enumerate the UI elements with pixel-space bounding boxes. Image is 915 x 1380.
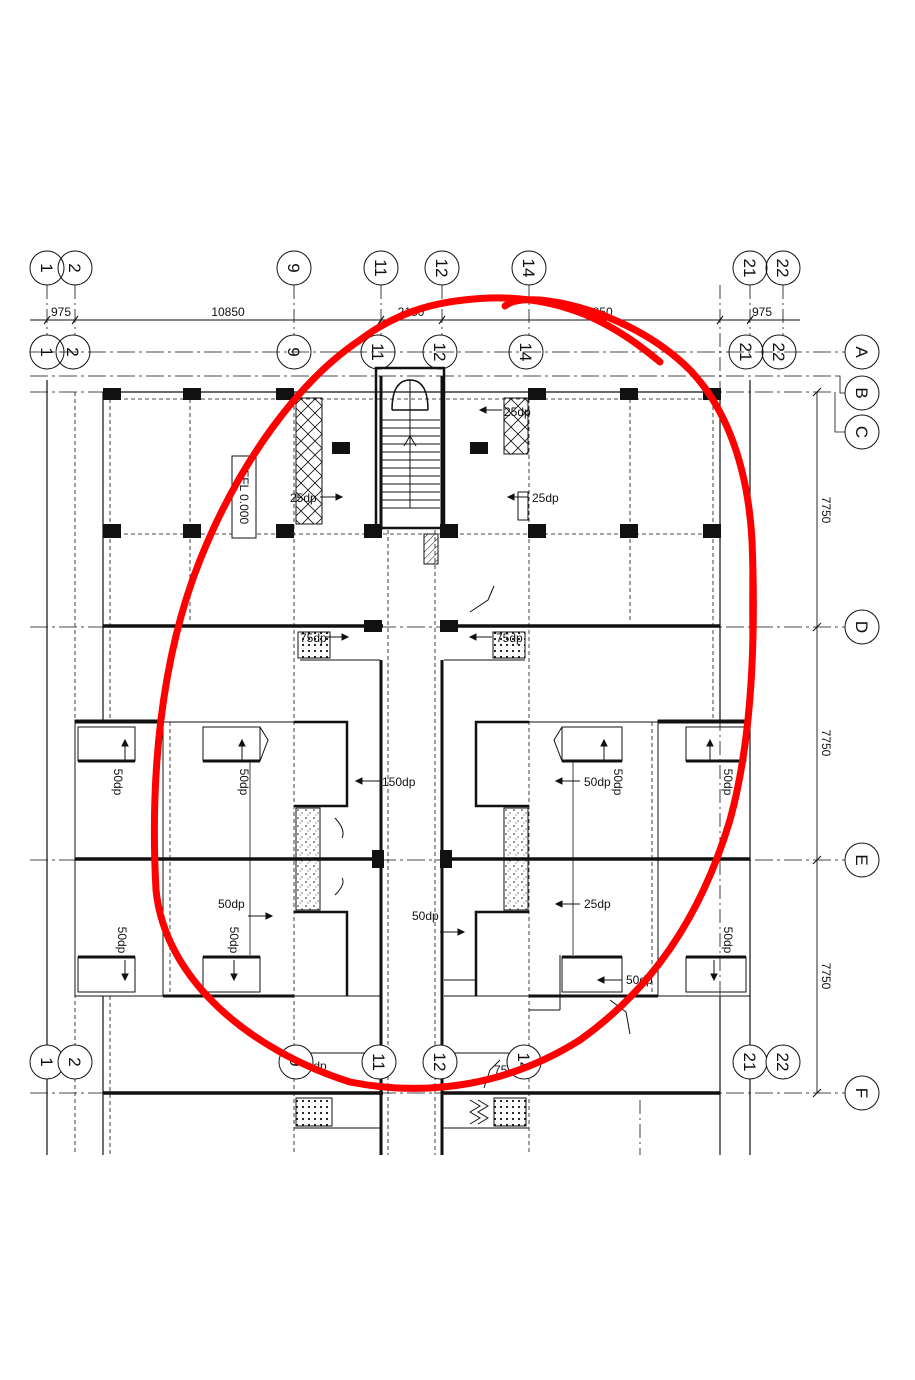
grid-bubble: 12 [422,1044,458,1080]
grid-bubble: 22 [765,1044,801,1080]
ffl-label: FFL 0.000 [237,470,251,525]
grid-bubble: 12 [424,250,460,286]
dimension-line-right: 7750 7750 7750 [812,387,833,1098]
dimension-label: 10850 [211,305,245,319]
grid-bubble: 21 [732,1044,768,1080]
grid-bubble: 2 [57,1044,93,1080]
grid-label: 9 [284,263,303,272]
grid-bubble: 1 [29,250,65,286]
grid-label: F [852,1088,871,1098]
grid-label: A [852,346,871,358]
grid-bubble: E [844,842,880,878]
drain-note: 75dp [496,631,523,645]
grid-label: D [852,621,871,633]
grid-label: 22 [773,1053,792,1072]
drain-note: 50dp [218,897,245,911]
dimension-label: 975 [752,305,772,319]
grid-bubble: 21 [732,250,768,286]
grid-bubble: A [844,334,880,370]
grid-bubble: F [844,1075,880,1111]
grid-bubble: 11 [361,1044,397,1080]
drain-note: 50dp [611,769,625,796]
building-walls [46,376,751,1155]
drain-note: 50dp [227,927,241,954]
grid-label: E [852,854,871,865]
grid-label: 22 [773,259,792,278]
grid-bubble: 22 [765,250,801,286]
grid-bubble: C [844,414,880,450]
stair [374,366,446,530]
grid-label: 1 [37,1057,56,1066]
ramp-zigzag [469,1099,489,1125]
drain-note: 50dp [721,769,735,796]
grid-label: 21 [740,259,759,278]
grid-label: 12 [432,259,451,278]
drain-note: 50dp [584,775,611,789]
drainage-notes: 25dp 25dp 25dp 75dp 75dp 150dp 50dp 50dp… [111,405,735,1077]
dimension-label: 7750 [819,497,833,524]
dimension-label: 975 [51,305,71,319]
drain-note: 25dp [532,491,559,505]
drain-note: 50dp [412,909,439,923]
grid-bubble: 9 [276,250,312,286]
dimension-label: 7750 [819,963,833,990]
grid-label: B [852,387,871,398]
grid-label: 1 [37,263,56,272]
drain-note: 25dp [504,405,531,419]
grid-label: 11 [371,259,390,277]
drain-note: 50dp [111,769,125,796]
grid-label: C [852,426,871,438]
drain-note: 25dp [290,491,317,505]
drain-note: 50dp [115,927,129,954]
grid-bubble: B [844,375,880,411]
grid-row-lower: 1 2 9 11 12 14 21 22 [29,1044,801,1080]
grid-label: 12 [430,1053,449,1072]
drain-note: 75dp [300,631,327,645]
grid-bubble: 2 [57,250,93,286]
dimension-label: 7750 [819,730,833,757]
grid-bubble: 14 [511,250,547,286]
drain-note: 50dp [721,927,735,954]
drain-note: 25dp [584,897,611,911]
grid-label: 21 [740,1053,759,1072]
grid-row-top: 1 2 9 11 12 14 21 22 [29,250,801,286]
door-swings [259,585,631,1089]
grid-label: 14 [519,259,538,278]
grid-label: 11 [369,1053,388,1071]
grid-bubble: D [844,609,880,645]
red-annotation-circle [150,294,757,1092]
drain-note: 50dp [237,769,251,796]
grid-label: 2 [65,1057,84,1066]
grid-label: 21 [736,343,755,362]
grid-label: 2 [65,263,84,272]
grid-column-right: A B C D E F [834,334,880,1111]
grid-bubble: 11 [363,250,399,286]
drain-note: 150dp [382,775,416,789]
grid-label: 11 [368,343,387,361]
hatched-zones [295,397,529,1127]
